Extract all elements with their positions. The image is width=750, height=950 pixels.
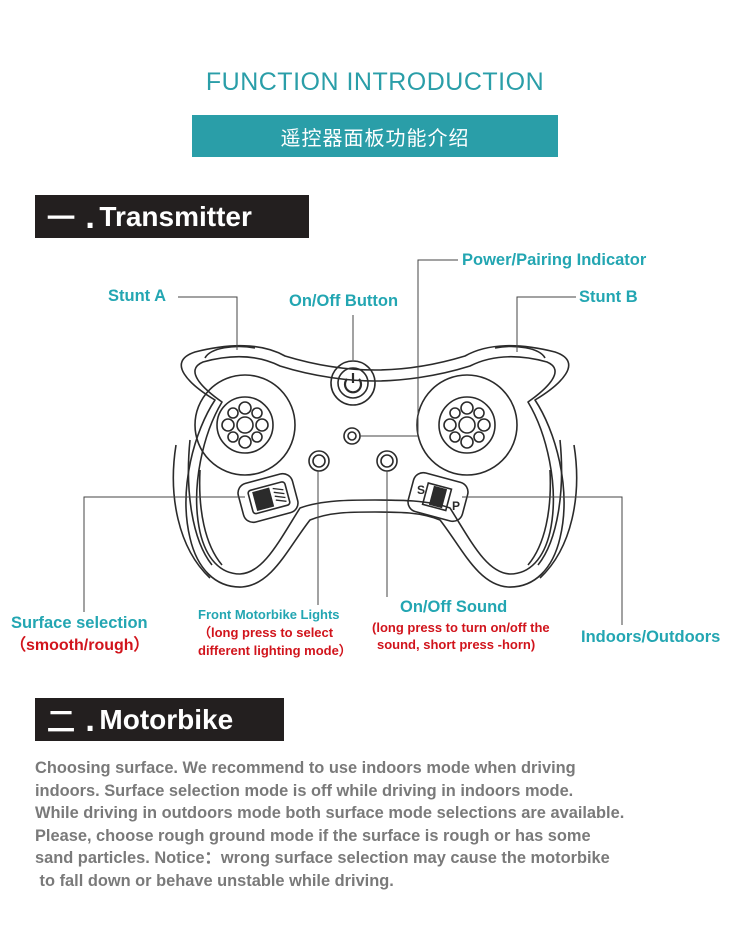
section-transmitter-heading: 一 . Transmitter [35, 195, 309, 238]
surface-switch [237, 472, 299, 524]
paragraph-line: Choosing surface. We recommend to use in… [35, 759, 576, 777]
label-stunt-a: Stunt A [108, 287, 167, 305]
paragraph-line: While driving in outdoors mode both surf… [35, 804, 625, 822]
label-surface-selection: Surface selection [11, 614, 148, 632]
switch-letter-s: S [417, 483, 425, 497]
callout-stunt-b [516, 296, 576, 352]
paragraph-line: indoors. Surface selection mode is off w… [35, 781, 574, 800]
callout-surface-selection [83, 496, 245, 612]
label-indoors-outdoors: Indoors/Outdoors [581, 628, 721, 646]
callout-power-indicator [360, 259, 458, 437]
paragraph-line: to fall down or behave unstable while dr… [35, 871, 394, 890]
label-surface-selection-sub: （smooth/rough） [10, 637, 150, 654]
label-on-off-sound-sub1: (long press to turn on/off the [372, 620, 550, 635]
lights-button [308, 450, 330, 472]
paragraph-line: Please, choose rough ground mode if the … [35, 826, 591, 845]
label-power-indicator: Power/Pairing Indicator [462, 251, 647, 269]
sound-button [376, 450, 398, 472]
section-motorbike-heading: 二 . Motorbike [35, 698, 284, 741]
label-stunt-b: Stunt B [579, 288, 638, 306]
section-title: Transmitter [99, 200, 252, 232]
section-number: 二 . [47, 704, 96, 738]
mode-switch [407, 471, 469, 523]
right-joystick [416, 374, 518, 476]
label-on-off-button: On/Off Button [289, 292, 399, 310]
label-on-off-sound: On/Off Sound [400, 598, 508, 616]
paragraph-line: sand particles. Notice：wrong surface sel… [35, 849, 610, 867]
section-title: Motorbike [99, 703, 234, 735]
label-front-lights: Front Motorbike Lights [198, 607, 340, 622]
controller-outer-shell [180, 344, 570, 588]
callout-indoors-outdoors [462, 496, 623, 625]
motorbike-description: Choosing surface. We recommend to use in… [35, 757, 735, 892]
label-front-lights-sub1: （long press to select [198, 625, 334, 640]
label-on-off-sound-sub2: sound, short press -horn) [377, 637, 536, 652]
callout-stunt-a [178, 296, 238, 350]
page-title-cn: 遥控器面板功能介绍 [280, 125, 470, 150]
power-button [330, 360, 376, 406]
left-joystick [194, 374, 296, 476]
label-front-lights-sub2: different lighting mode） [198, 643, 352, 658]
switch-letter-p: P [452, 499, 460, 513]
transmitter-diagram: S P [83, 259, 623, 625]
controller-inner-shell [194, 355, 556, 575]
section-number: 一 . [47, 201, 96, 235]
power-indicator-led [343, 427, 361, 445]
page-title-en: FUNCTION INTRODUCTION [205, 68, 545, 96]
page-title-cn-banner: 遥控器面板功能介绍 [192, 115, 558, 157]
